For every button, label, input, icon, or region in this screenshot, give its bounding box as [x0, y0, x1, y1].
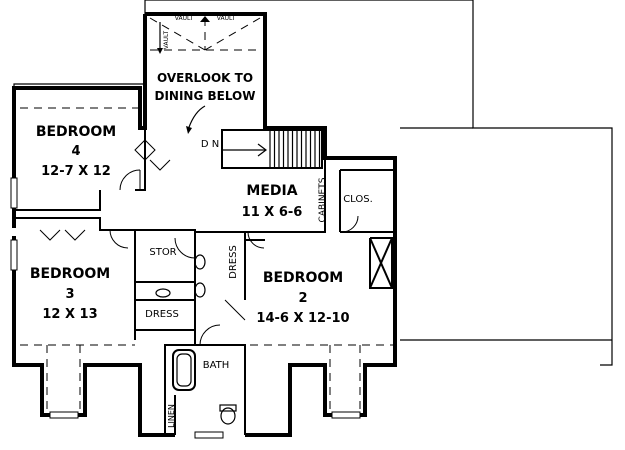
media-size: 11 X 6-6 [242, 205, 303, 220]
bedroom2-size: 14-6 X 12-10 [256, 311, 349, 326]
fixtures [155, 254, 237, 425]
linen-label: LINEN [167, 404, 176, 428]
staircase [221, 129, 323, 169]
bedroom2-name: BEDROOM [263, 270, 343, 286]
bedroom3-number: 3 [65, 287, 74, 302]
bath-label: BATH [203, 360, 230, 371]
stair-dn-label: D N [201, 139, 219, 150]
room-labels: BEDROOM 4 12-7 X 12 BEDROOM 3 12 X 13 BE… [30, 71, 373, 428]
bedroom3-name: BEDROOM [30, 266, 110, 282]
stair-frame [221, 129, 323, 169]
dress-left-label: DRESS [145, 309, 179, 320]
stair-arrow [222, 143, 267, 157]
vault-side-label: VAULT [163, 30, 170, 49]
vault-top-left-label: VAULT [175, 15, 194, 22]
doors [39, 139, 359, 346]
cabinets-label: CABINETS [318, 177, 328, 222]
bedroom2-number: 2 [298, 291, 307, 306]
windows [10, 177, 361, 439]
overlook-line2: DINING BELOW [154, 89, 255, 103]
dress-right-label: DRESS [228, 245, 239, 279]
bedroom4-name: BEDROOM [36, 124, 116, 140]
bedroom4-size: 12-7 X 12 [41, 164, 111, 179]
ceiling-lines [20, 49, 395, 410]
overlook-line1: OVERLOOK TO [157, 71, 253, 85]
bedroom3-size: 12 X 13 [42, 307, 97, 322]
annotation-labels: VAULT VAULT VAULT D N [163, 15, 236, 150]
vault-top-right-label: VAULT [217, 15, 236, 22]
clos-label: CLOS. [343, 194, 373, 205]
stor-label: STOR [149, 247, 176, 258]
vault-lines [149, 16, 261, 54]
overlook-arrow [186, 105, 206, 134]
media-name: MEDIA [246, 183, 297, 199]
bedroom4-number: 4 [71, 144, 80, 159]
